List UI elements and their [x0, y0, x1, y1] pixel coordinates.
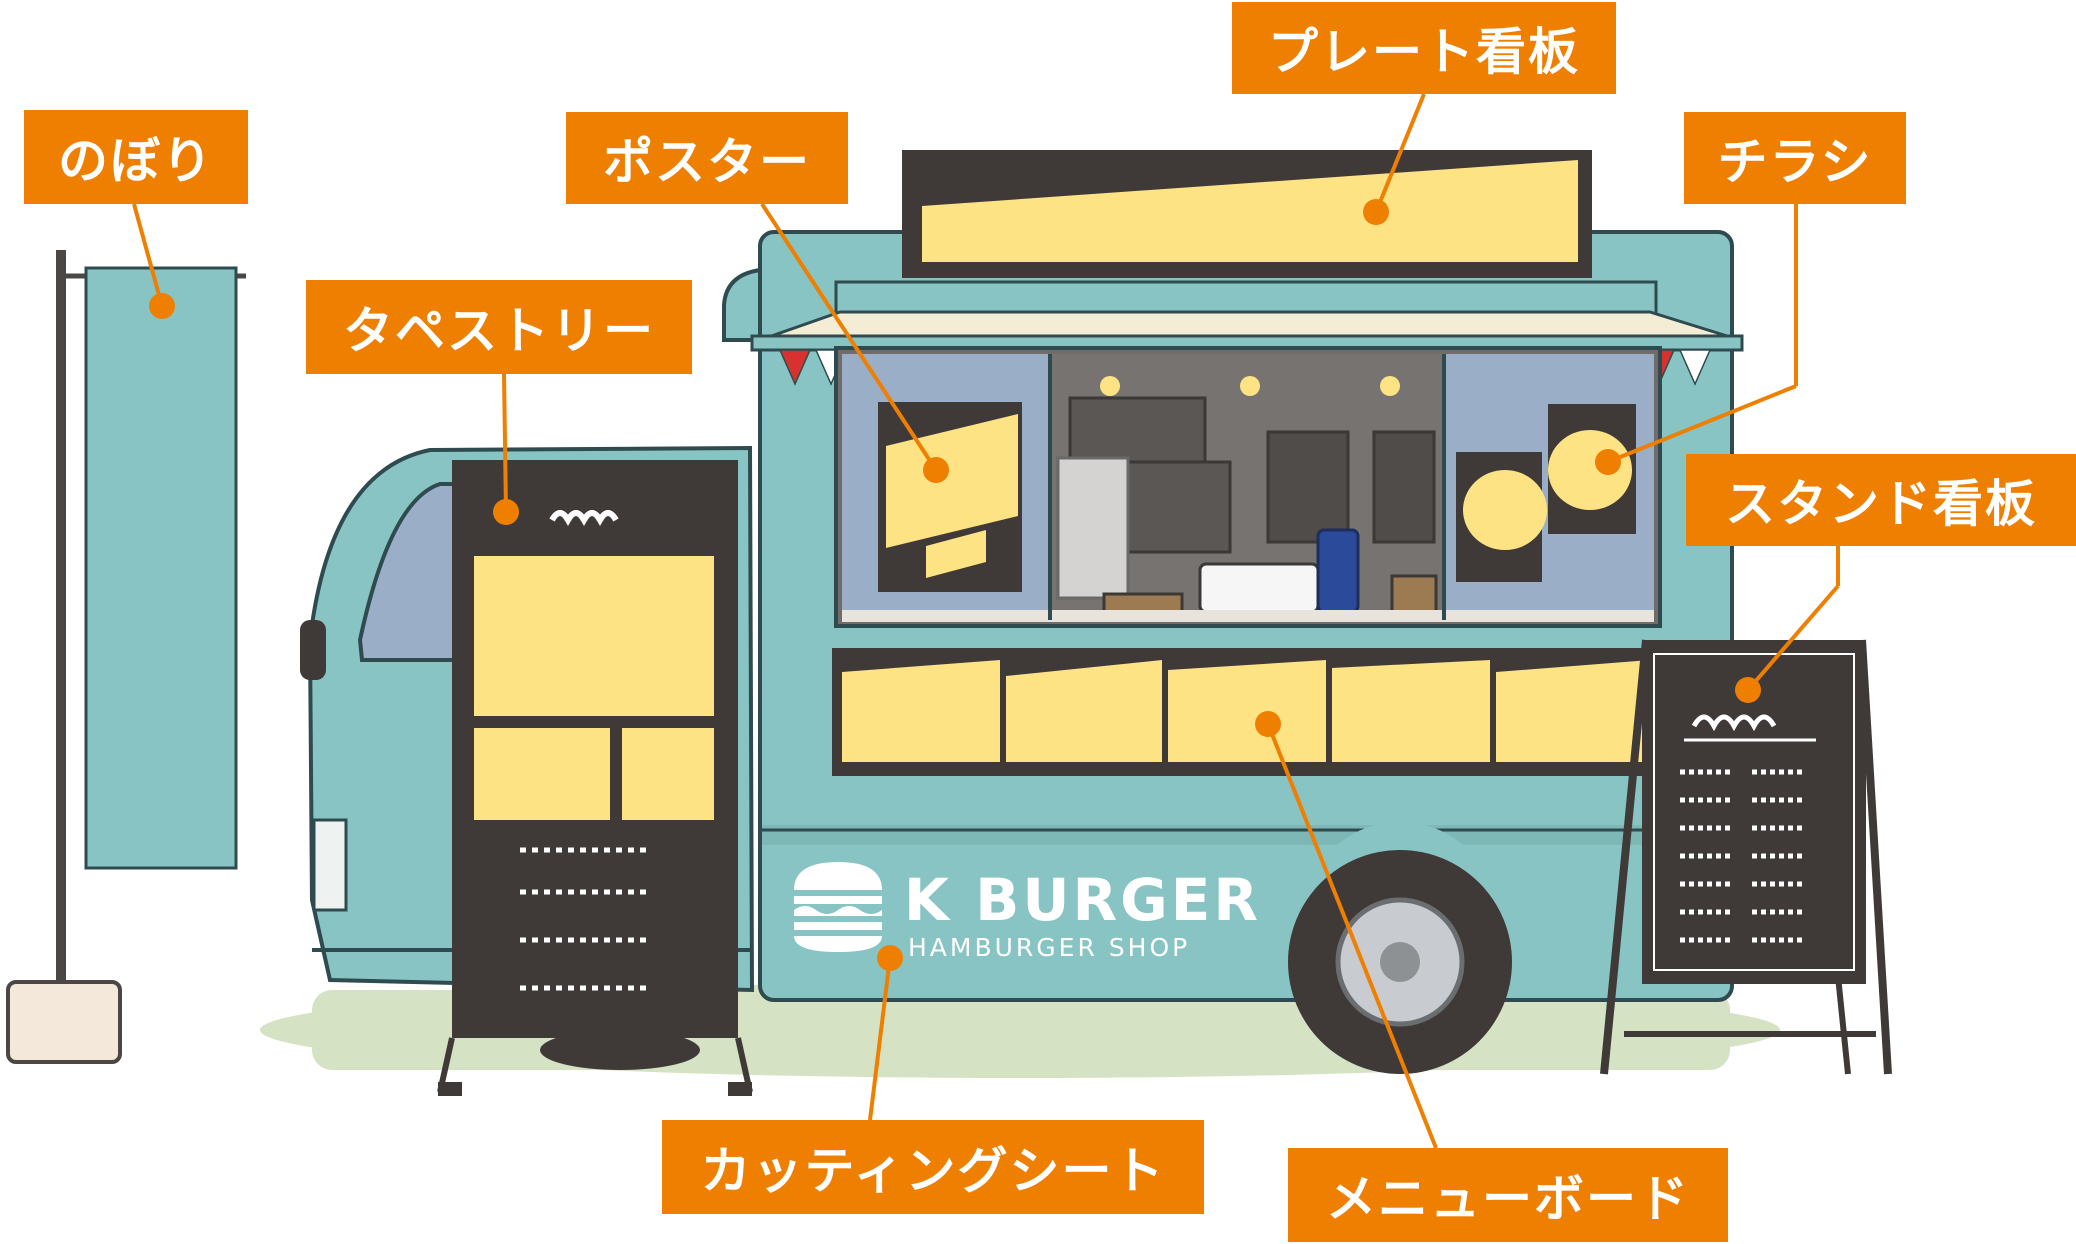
label-menu-board: メニューボード: [1288, 1148, 1728, 1242]
label-stand-sign: スタンド看板: [1686, 454, 2076, 546]
menu-board-truck: [832, 648, 1662, 776]
awning: [750, 310, 1744, 352]
label-nobori: のぼり: [24, 110, 248, 204]
poster: [878, 402, 1022, 592]
cutting-sheet-logo: K BURGER HAMBURGER SHOP: [794, 862, 1261, 962]
callout-dots: [149, 199, 1761, 971]
label-flyer: チラシ: [1684, 112, 1906, 204]
label-tapestry: タペストリー: [306, 280, 692, 374]
rear-wheel: [540, 1030, 700, 1070]
bunting-flag: [778, 349, 812, 386]
plate-sign: [902, 150, 1592, 278]
flyers: [1456, 404, 1636, 582]
tapestry: [437, 460, 753, 1096]
service-window: [834, 346, 1662, 628]
callout-lines: [132, 93, 1840, 1149]
brand-tagline: HAMBURGER SHOP: [908, 933, 1190, 962]
bunting-flag: [1678, 349, 1712, 386]
label-plate-sign: プレート看板: [1232, 2, 1616, 94]
brand-name: K BURGER: [904, 866, 1261, 934]
nobori-flag: [6, 250, 246, 1064]
label-poster: ポスター: [566, 112, 848, 204]
label-cutting-sheet: カッティングシート: [662, 1120, 1204, 1214]
